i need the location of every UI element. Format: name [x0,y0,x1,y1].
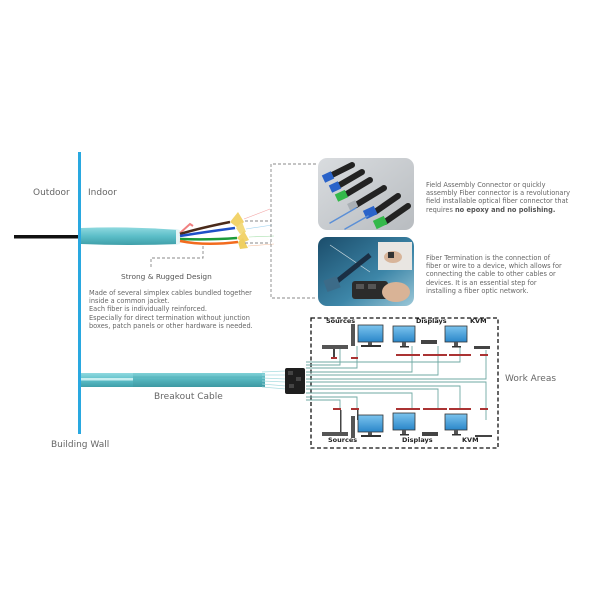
top-displays-label: Displays [416,317,447,325]
callout-line: connecting the cable to other cables or [426,270,556,279]
bottom-displays-label: Displays [402,436,433,444]
callout-line: devices. It is an essential step for [426,278,537,287]
field-assembly-connectors-photo [318,158,414,230]
work-area-box [310,317,499,449]
bottom-sources-label: Sources [328,436,358,444]
callout-line: requires no epoxy and no polishing. [426,205,556,214]
callout-line: Field Assembly Connector or quickly [426,181,546,189]
feature-line: inside a common jacket. [89,297,170,306]
callout-line: Fiber Termination is the connection of [426,254,551,262]
indoor-label: Indoor [88,188,117,198]
feature-line: Each fiber is individually reinforced. [89,305,208,314]
feature-line: Especially for direct termination withou… [89,313,250,322]
top-devices [322,324,490,359]
outdoor-cable [14,235,80,239]
callout-field-assembly-text: Field Assembly Connector or quickly asse… [426,181,600,214]
top-kvm-label: KVM [470,317,487,325]
top-sources-label: Sources [326,317,356,325]
feature-leader-line [150,246,204,268]
callout-line: installing a fiber optic network. [426,286,529,295]
work-areas-label: Work Areas [505,374,557,384]
bottom-devices [322,408,492,438]
building-wall-label: Building Wall [51,440,110,450]
feature-title: Strong & Rugged Design [121,272,212,281]
feature-line: Made of several simplex cables bundled t… [89,289,252,297]
callout-fiber-termination-text: Fiber Termination is the connection of f… [426,254,600,295]
feature-description: Made of several simplex cables bundled t… [89,289,289,330]
callout-line: field installable optical fiber connecto… [426,197,569,206]
breakout-cable-label: Breakout Cable [154,392,223,402]
callout-bracket [245,163,316,299]
bottom-kvm-label: KVM [462,436,479,444]
fiber-termination-photo [318,237,414,306]
feature-line: boxes, patch panels or other hardware is… [89,321,253,330]
building-wall-line [78,152,81,434]
breakout-cable [81,368,305,394]
callout-line: assembly Fiber connector is a revolution… [426,189,571,198]
emphasis-text: no epoxy and no polishing. [454,205,556,214]
outdoor-label: Outdoor [33,188,70,198]
callout-line: fiber or wire to a device, which allows … [426,262,562,271]
indoor-fiber-cable [81,208,275,249]
